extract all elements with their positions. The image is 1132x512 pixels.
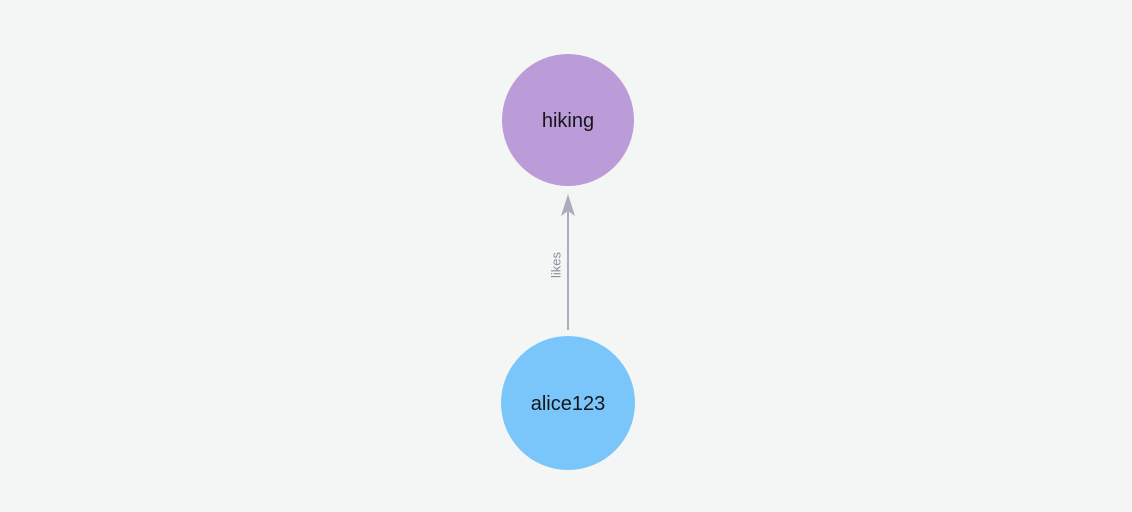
node-hiking[interactable]: hiking [502,54,634,186]
edge-label-likes: likes [549,252,564,279]
edge-alice123-likes-hiking[interactable]: likes [549,194,576,330]
node-alice123[interactable]: alice123 [501,336,635,470]
node-alice123-circle[interactable] [501,336,635,470]
edge-arrowhead-icon [561,194,575,216]
node-hiking-label: hiking [542,110,594,132]
node-alice123-label: alice123 [531,393,606,415]
node-hiking-circle[interactable] [502,54,634,186]
